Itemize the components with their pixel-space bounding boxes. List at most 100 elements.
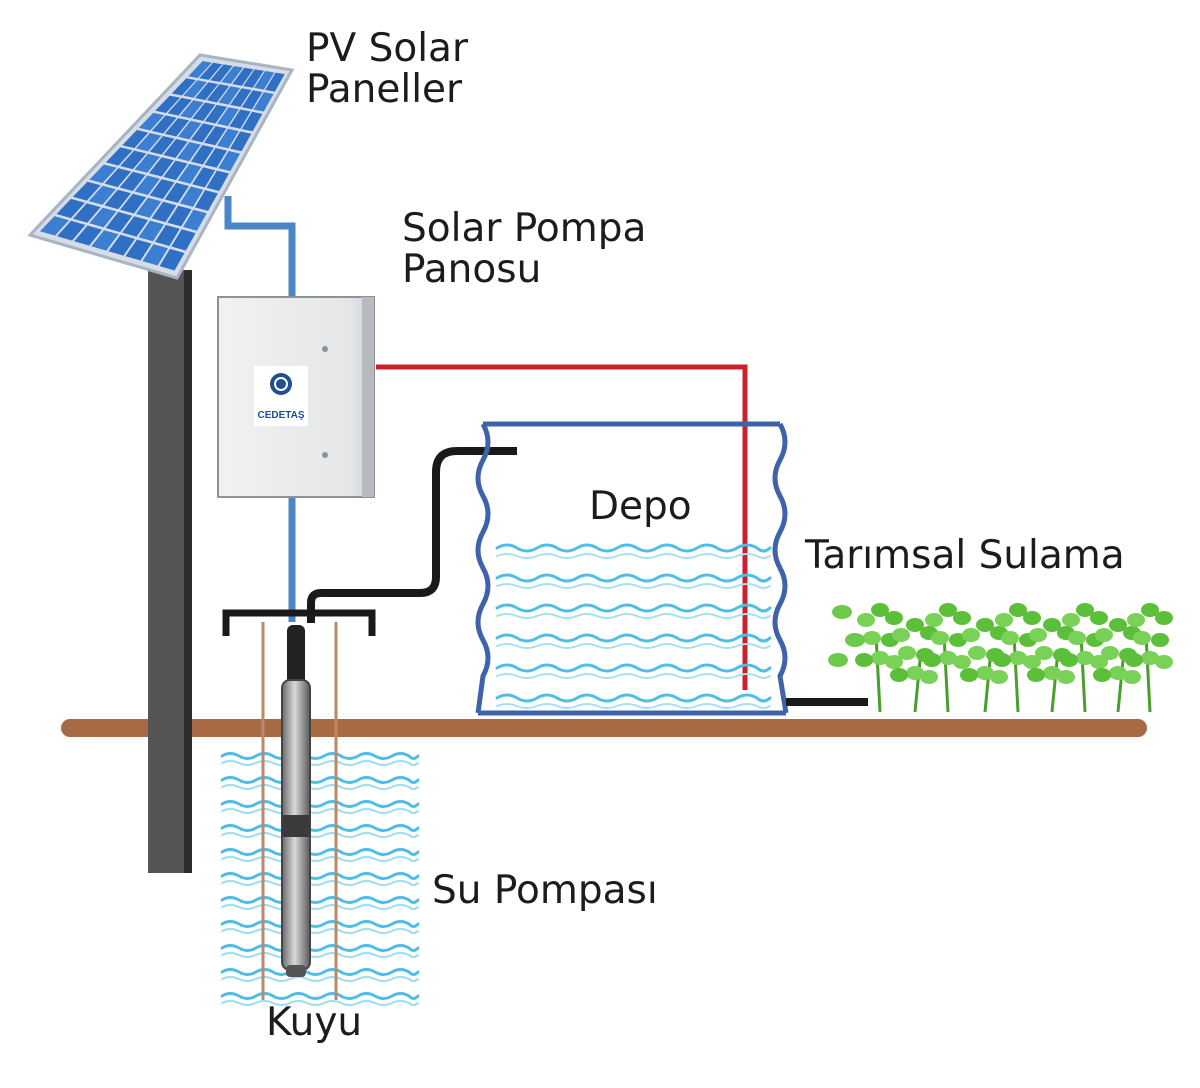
plant-leaf xyxy=(1133,631,1151,645)
solar-cell xyxy=(253,92,274,112)
well-water-wave xyxy=(220,920,420,928)
solar-cell xyxy=(195,82,219,101)
solar-cell xyxy=(206,84,230,103)
plant-leaf xyxy=(832,605,852,619)
solar-cell xyxy=(177,142,201,162)
solar-cell xyxy=(180,100,204,119)
solar-cell xyxy=(40,216,69,236)
solar-cell xyxy=(149,179,175,199)
solar-cell xyxy=(104,168,132,188)
solar-cell xyxy=(218,86,241,105)
solar-cell xyxy=(108,234,135,256)
tank-water-wave xyxy=(495,633,772,643)
controller-label: Solar Pompa Panosu xyxy=(402,206,647,293)
well-water-wave xyxy=(220,776,420,784)
well-water xyxy=(220,752,420,1006)
tank-water-wave xyxy=(496,553,771,559)
plant-stem xyxy=(1079,634,1087,713)
pv-panel-label: PV Solar Paneller xyxy=(306,26,468,113)
well-water-wave xyxy=(220,968,420,976)
solar-cell xyxy=(56,198,85,219)
solar-cell xyxy=(194,190,218,211)
irrigation-label: Tarımsal Sulama xyxy=(805,533,1125,578)
plant-leaf xyxy=(1068,631,1086,645)
well-water-wave xyxy=(220,752,420,760)
solar-cell xyxy=(254,71,275,90)
solar-cell xyxy=(149,157,174,177)
plant-stem xyxy=(942,634,950,713)
plant-leaf xyxy=(906,666,924,680)
plant-leaf xyxy=(1101,646,1119,660)
plant-leaf xyxy=(1123,670,1141,684)
solar-cell xyxy=(210,64,233,82)
well-water-wave xyxy=(221,760,419,766)
plant-leaf xyxy=(1090,655,1108,669)
solar-cell xyxy=(177,163,202,184)
well-water-wave xyxy=(221,856,419,862)
solar-cell xyxy=(122,130,149,149)
well-water-wave xyxy=(220,992,420,1000)
solar-cell xyxy=(221,66,243,84)
solar-cell xyxy=(203,126,227,146)
solar-cell xyxy=(155,95,181,113)
plant-stem xyxy=(874,634,882,713)
solar-cell xyxy=(217,128,239,149)
plant-leaf xyxy=(1043,618,1061,632)
outlet-pipe xyxy=(307,447,517,623)
plant-leaf xyxy=(925,613,943,627)
tank-water-wave xyxy=(496,583,771,589)
solar-cell xyxy=(171,229,196,251)
well-water-wave xyxy=(220,896,420,904)
plant-leaf xyxy=(1151,633,1169,647)
plant-leaf xyxy=(953,655,971,669)
plant-leaf xyxy=(1062,613,1080,627)
well-water-wave xyxy=(221,784,419,790)
solar-cell xyxy=(142,244,168,266)
tank-left-wall xyxy=(475,422,491,714)
solar-cell xyxy=(218,151,241,172)
well-water-wave xyxy=(220,944,420,952)
plant-leaf xyxy=(976,666,994,680)
pump-label: Su Pompası xyxy=(432,868,658,913)
well-casing xyxy=(222,609,376,1000)
solar-cell xyxy=(151,201,177,223)
pump-band xyxy=(282,815,310,837)
solar-cell xyxy=(88,185,116,205)
solar-cell xyxy=(122,216,149,237)
plant-leaf xyxy=(1023,611,1041,625)
solar-cell xyxy=(125,239,152,261)
tank-water-wave xyxy=(496,613,771,619)
plant-stem xyxy=(1012,634,1020,713)
plant-icon xyxy=(828,603,1173,713)
plant-leaf xyxy=(863,631,881,645)
well-water-wave xyxy=(221,808,419,814)
logo-text: CEDETAŞ xyxy=(257,410,304,421)
solar-cell xyxy=(154,225,180,246)
plant-leaf xyxy=(1076,603,1094,617)
solar-cell xyxy=(183,80,207,98)
solar-cell xyxy=(135,197,162,218)
tank-label: Depo xyxy=(589,484,692,529)
tank-water-wave xyxy=(495,663,772,673)
plant-leaf xyxy=(1141,603,1159,617)
cedetas-logo: CEDETAŞ xyxy=(254,366,308,426)
plant-leaf xyxy=(1155,611,1173,625)
plant-leaf xyxy=(828,653,848,667)
solar-cell xyxy=(183,209,207,231)
solar-cell xyxy=(151,115,177,134)
solar-panel-icon xyxy=(27,53,295,280)
solar-cell xyxy=(204,104,228,124)
plant-leaf xyxy=(890,668,908,682)
well-label: Kuyu xyxy=(266,1000,363,1045)
plant-leaf xyxy=(920,670,938,684)
solar-cell xyxy=(230,88,252,107)
solar-cell xyxy=(167,97,192,116)
solar-cell xyxy=(167,205,192,227)
solar-cell xyxy=(74,225,102,246)
well-water-wave xyxy=(221,928,419,934)
solar-cell xyxy=(265,72,285,92)
logo-emblem-ring xyxy=(274,377,288,391)
solar-cell xyxy=(188,61,212,78)
